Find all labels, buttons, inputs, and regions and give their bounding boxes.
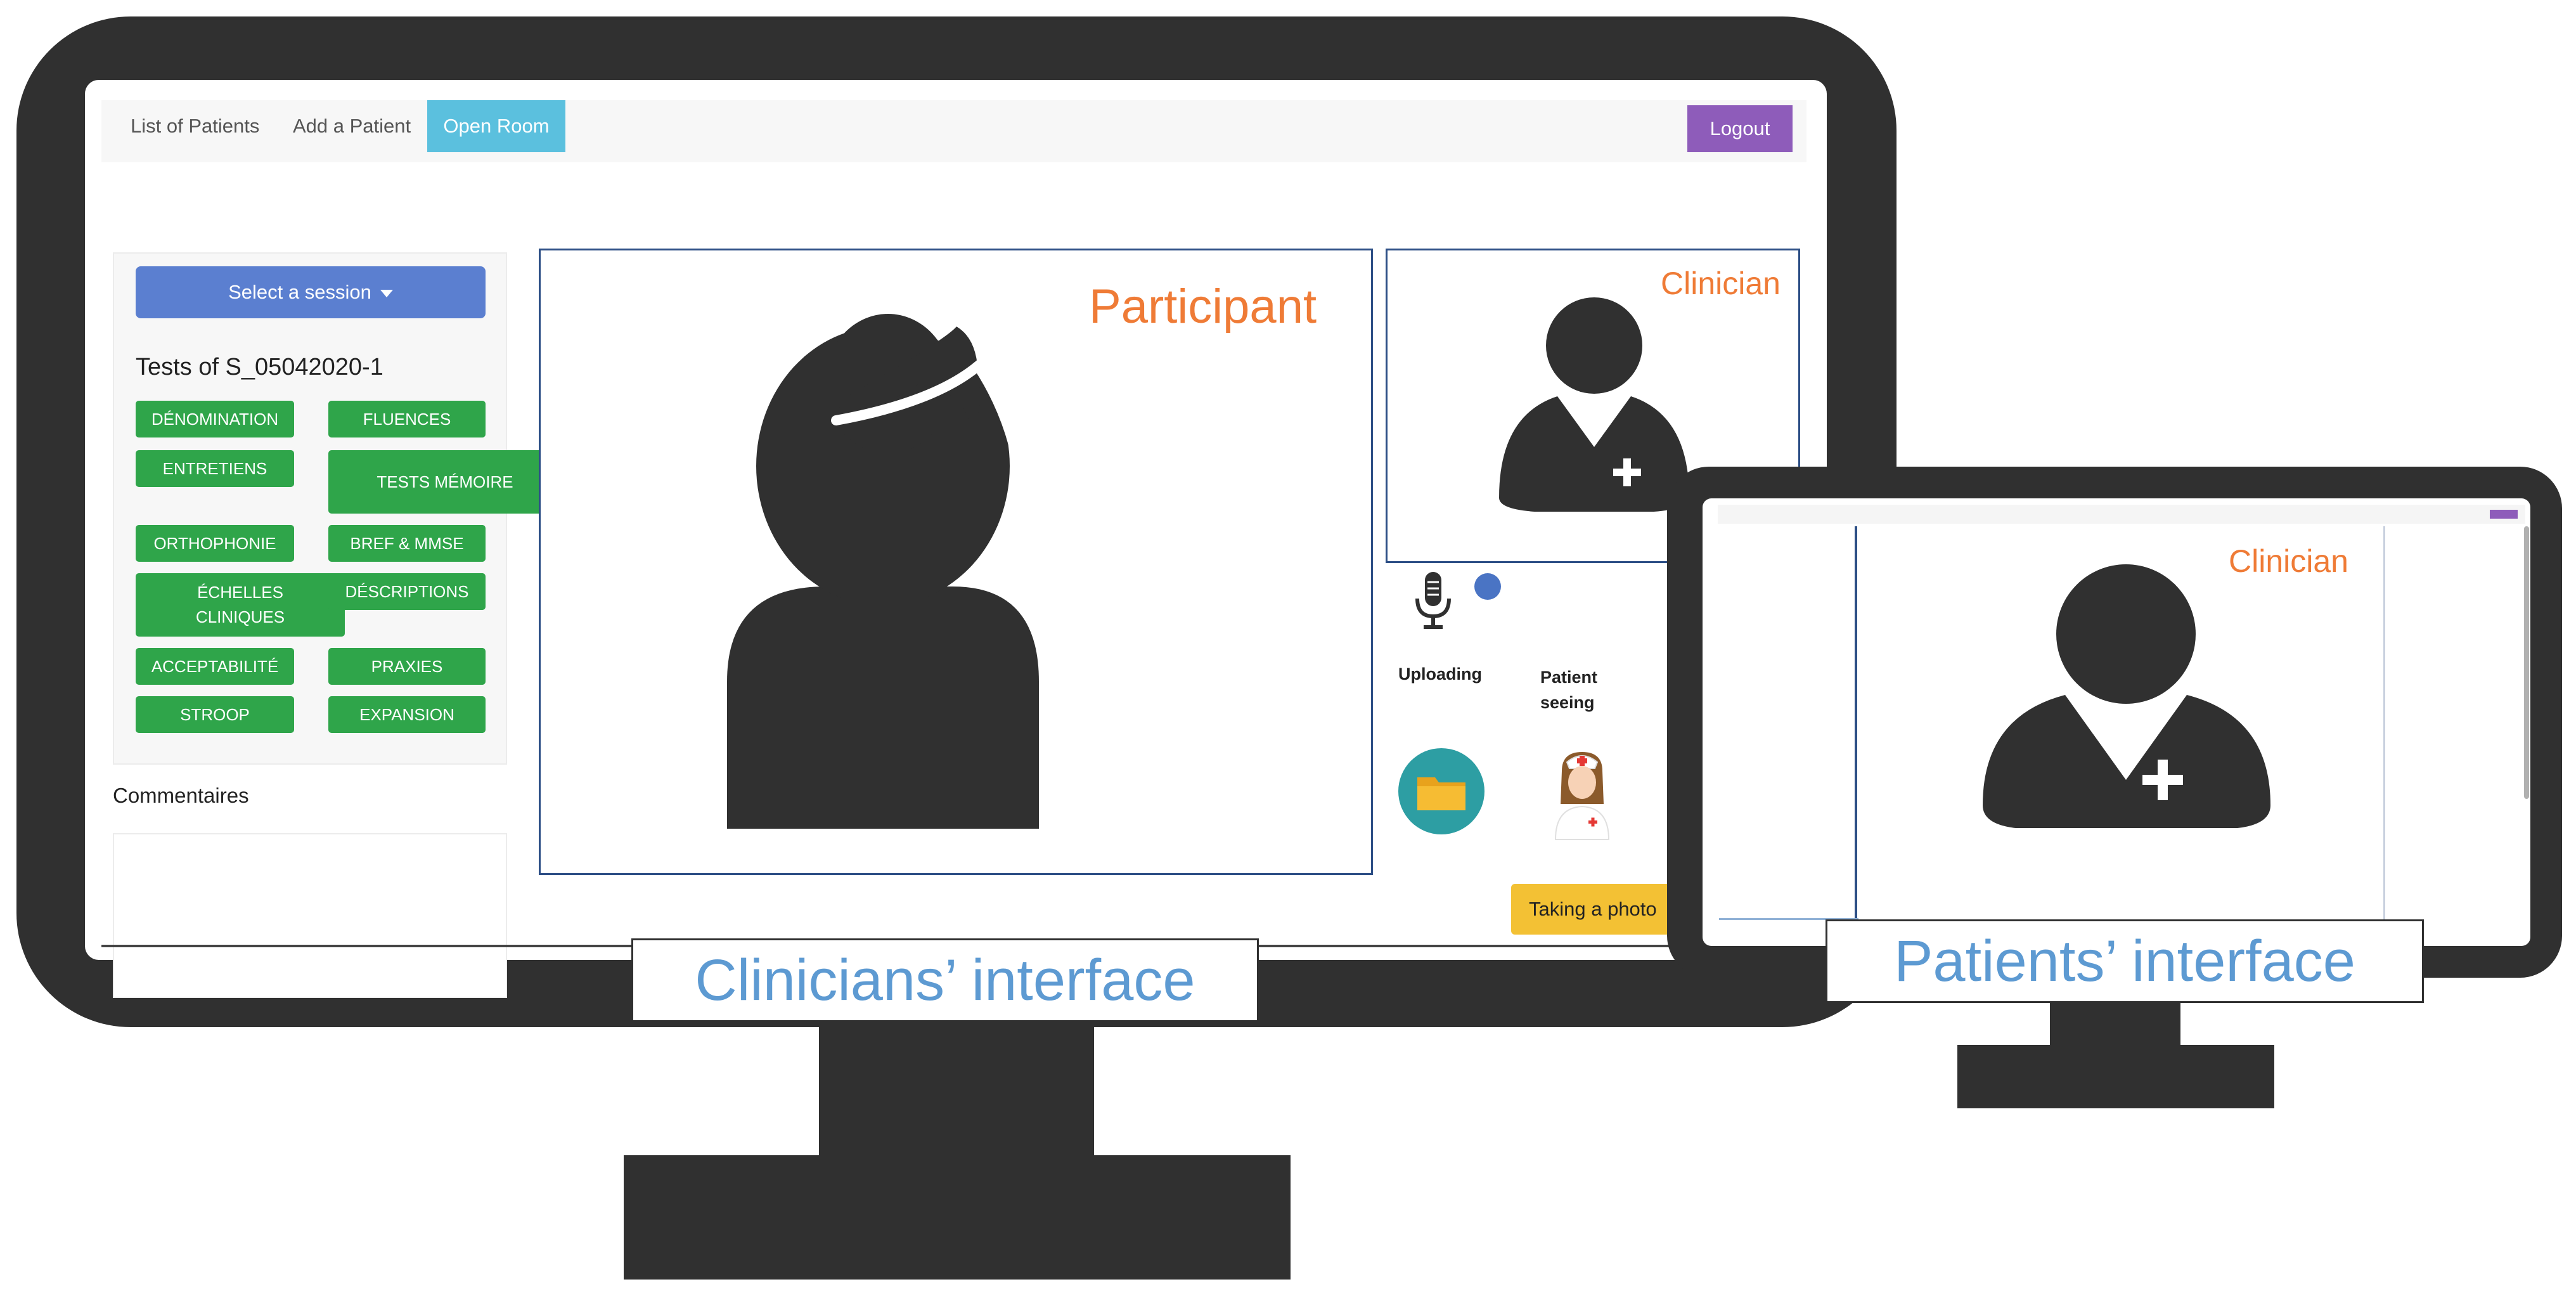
uploading-label: Uploading (1398, 664, 1482, 684)
monitor-stand-neck (819, 1021, 1094, 1160)
folder-icon[interactable] (1397, 747, 1486, 839)
patient-clinician-video-label: Clinician (2229, 543, 2348, 579)
clinician-caption-box (631, 938, 1259, 1022)
comments-textarea[interactable] (113, 833, 507, 998)
test-button-denomination[interactable]: DÉNOMINATION (136, 401, 294, 437)
logout-button[interactable]: Logout (1687, 105, 1793, 152)
caret-down-icon (380, 289, 393, 297)
test-button-praxies[interactable]: PRAXIES (328, 648, 486, 685)
person-silhouette-icon (727, 314, 1039, 829)
test-button-fluences[interactable]: FLUENCES (328, 401, 486, 437)
nav-open-room[interactable]: Open Room (427, 100, 565, 152)
test-button-descriptions[interactable]: DÉSCRIPTIONS (328, 573, 486, 610)
nurse-icon (1544, 746, 1620, 844)
participant-video-panel (539, 249, 1373, 875)
comments-label: Commentaires (113, 784, 249, 807)
test-button-orthophonie[interactable]: ORTHOPHONIE (136, 525, 294, 562)
nav-add-a-patient[interactable]: Add a Patient (293, 115, 411, 137)
test-button-tests-memoire[interactable]: TESTS MÉMOIRE (328, 450, 562, 514)
patient-video-border (2383, 526, 2385, 919)
clinician-video-label: Clinician (1661, 266, 1781, 301)
test-button-bref-mmse[interactable]: BREF & MMSE (328, 525, 486, 562)
test-button-acceptabilite[interactable]: ACCEPTABILITÉ (136, 648, 294, 685)
navbar: List of Patients Add a Patient Open Room… (101, 100, 1806, 162)
patient-scrollbar[interactable] (2524, 526, 2529, 799)
nav-list-of-patients[interactable]: List of Patients (131, 115, 260, 137)
doctor-silhouette-icon (1499, 297, 1689, 512)
patients-interface-caption: Patients’ interface (1894, 929, 2355, 994)
test-button-echelles-cliniques[interactable]: ÉCHELLES CLINIQUES (136, 573, 345, 637)
patient-caption-box (1826, 919, 2424, 1003)
test-button-expansion[interactable]: EXPANSION (328, 696, 486, 733)
participant-video-label: Participant (1089, 280, 1317, 334)
microphone-icon[interactable] (1411, 569, 1455, 636)
patient-logout-button[interactable] (2490, 510, 2518, 519)
patient-video-border (1855, 526, 1857, 919)
select-session-dropdown[interactable]: Select a session (136, 266, 486, 318)
test-button-stroop[interactable]: STROOP (136, 696, 294, 733)
tests-title: Tests of S_05042020-1 (136, 354, 383, 380)
doctor-silhouette-icon (1940, 552, 2320, 897)
test-button-entretiens[interactable]: ENTRETIENS (136, 450, 294, 487)
patient-seeing-label: Patient seeing (1540, 668, 1598, 712)
patient-divider (1719, 918, 1858, 920)
select-session-label: Select a session (228, 281, 371, 303)
clinicians-interface-caption: Clinicians’ interface (695, 948, 1195, 1013)
monitor-stand-base (624, 1155, 1291, 1280)
recording-status-dot (1474, 573, 1501, 600)
tablet-stand-base (1957, 1045, 2274, 1108)
patient-navbar (1718, 505, 2525, 524)
